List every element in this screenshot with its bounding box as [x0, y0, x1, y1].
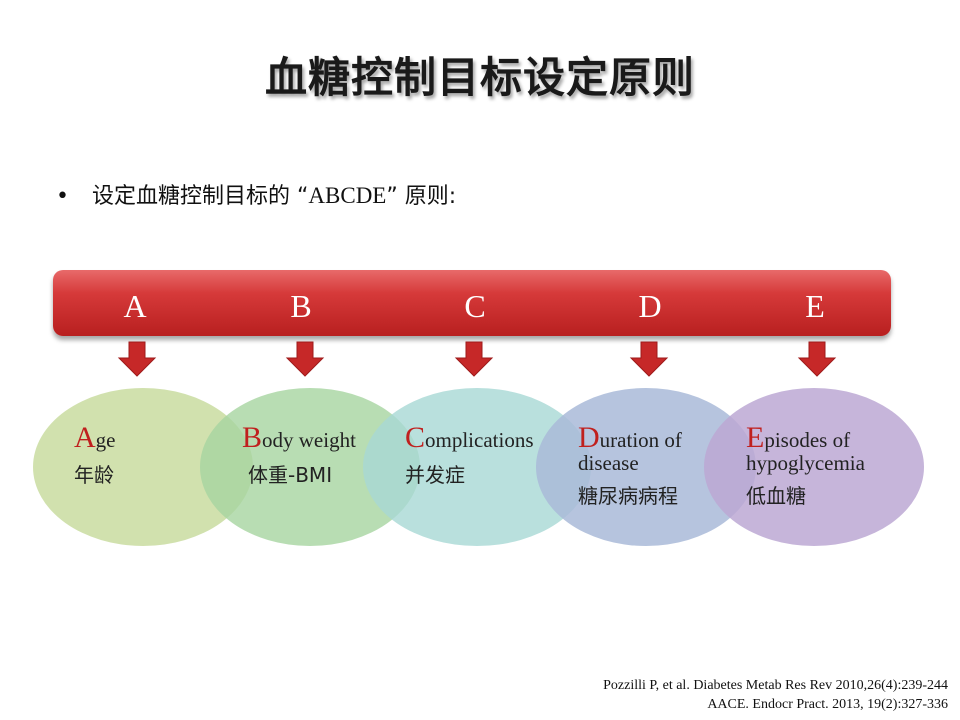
item-body-weight-zh: 体重-BMI	[248, 463, 333, 487]
ellipse-episodes	[704, 388, 924, 546]
item-episodes-rest: pisodes of	[764, 428, 851, 452]
item-episodes: Episodes of hypoglycemia 低血糖	[746, 421, 865, 509]
down-arrow-icon	[117, 341, 157, 377]
item-body-weight: Body weight 体重-BMI	[242, 421, 356, 488]
bar-letter-a: A	[123, 288, 147, 324]
item-episodes-zh: 低血糖	[746, 484, 806, 508]
bullet-text-latin: ABCDE	[308, 183, 387, 208]
down-arrow-icon	[797, 341, 837, 377]
reference-1: Pozzilli P, et al. Diabetes Metab Res Re…	[603, 678, 948, 693]
down-arrow-icon	[629, 341, 669, 377]
item-complications-rest: omplications	[425, 428, 534, 452]
item-duration-cap: D	[578, 421, 600, 454]
item-complications-zh: 并发症	[405, 463, 465, 487]
item-age-rest: ge	[95, 428, 116, 452]
bar-letter-d: D	[638, 288, 662, 324]
down-arrow-icon	[454, 341, 494, 377]
item-body-weight-rest: ody weight	[262, 428, 356, 452]
ellipse-body-weight	[200, 388, 420, 546]
item-age-zh: 年龄	[74, 463, 114, 487]
ellipse-age	[33, 388, 253, 546]
bullet-line: • 设定血糖控制目标的 “ABCDE” 原则:	[56, 178, 456, 210]
bar-letter-b: B	[290, 288, 312, 324]
bullet-symbol: •	[56, 184, 69, 209]
reference-2: AACE. Endocr Pract. 2013, 19(2):327-336	[707, 697, 948, 712]
item-body-weight-cap: B	[242, 421, 263, 454]
item-complications: Complications 并发症	[405, 421, 534, 488]
item-duration-rest2: disease	[578, 451, 639, 475]
bullet-text-pre: 设定血糖控制目标的 “	[92, 184, 309, 209]
ellipse-complications	[363, 388, 591, 546]
ellipse-duration	[536, 388, 756, 546]
bar-letter-e: E	[805, 288, 825, 324]
bullet-text-post: ” 原则:	[386, 184, 457, 209]
slide-title: 血糖控制目标设定原则	[264, 53, 695, 102]
abcde-header-bar	[53, 270, 891, 336]
item-duration: Duration of disease 糖尿病病程	[578, 421, 682, 509]
item-episodes-cap: E	[746, 421, 765, 454]
item-duration-rest: uration of	[599, 428, 682, 452]
item-complications-cap: C	[405, 421, 426, 454]
item-age-cap: A	[74, 421, 96, 454]
item-age: Age 年龄	[74, 421, 116, 488]
item-duration-zh: 糖尿病病程	[578, 484, 678, 508]
item-episodes-rest2: hypoglycemia	[746, 451, 865, 475]
bar-letter-c: C	[464, 288, 486, 324]
down-arrow-icon	[285, 341, 325, 377]
